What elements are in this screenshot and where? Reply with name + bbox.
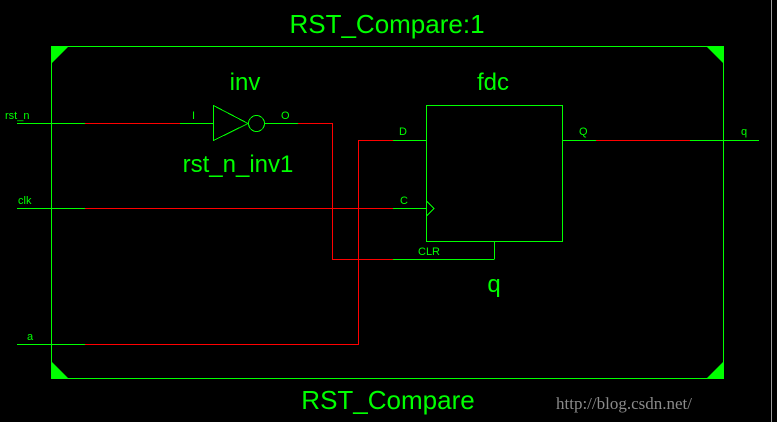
inverter-type-label: inv bbox=[230, 69, 261, 96]
inverter-pin-o-label: O bbox=[281, 110, 290, 122]
port-a[interactable]: a bbox=[17, 331, 85, 345]
module-name-label: RST_Compare bbox=[301, 385, 474, 415]
clock-edge-icon bbox=[426, 200, 435, 217]
fdc-instance-name: q bbox=[487, 271, 500, 298]
inverter-bubble-icon bbox=[248, 115, 265, 132]
module-corner-top-left-icon bbox=[51, 46, 69, 64]
inverter-pin-i-label: I bbox=[192, 110, 195, 122]
fdc-instance[interactable]: fdc D C CLR Q q bbox=[399, 69, 596, 298]
module-boundary[interactable] bbox=[51, 46, 724, 379]
module-corner-bottom-right-icon bbox=[706, 361, 724, 379]
net-a[interactable] bbox=[85, 140, 393, 345]
port-q[interactable]: q bbox=[690, 126, 759, 141]
port-label-a: a bbox=[27, 331, 34, 343]
inverter-instance-name: rst_n_inv1 bbox=[183, 151, 294, 178]
inverter-triangle-icon bbox=[213, 104, 250, 142]
net-rst-n-inv[interactable] bbox=[298, 123, 393, 260]
port-clk[interactable]: clk bbox=[17, 195, 85, 209]
fdc-pin-q-label: Q bbox=[579, 126, 588, 138]
module-corner-bottom-left-icon bbox=[51, 361, 69, 379]
port-label-clk: clk bbox=[18, 195, 32, 207]
inverter-instance[interactable]: inv I O rst_n_inv1 bbox=[183, 69, 298, 178]
port-rst-n[interactable]: rst_n bbox=[5, 110, 85, 124]
port-label-q: q bbox=[741, 126, 747, 138]
fdc-pin-clr-label: CLR bbox=[418, 246, 440, 258]
fdc-type-label: fdc bbox=[477, 69, 509, 96]
fdc-pin-d-label: D bbox=[399, 126, 407, 138]
watermark: http://blog.csdn.net/ bbox=[556, 394, 692, 413]
fdc-body bbox=[426, 105, 563, 242]
fdc-pin-c-label: C bbox=[400, 195, 408, 207]
module-corner-top-right-icon bbox=[706, 46, 724, 64]
module-instance-title: RST_Compare:1 bbox=[289, 9, 484, 39]
port-label-rst-n: rst_n bbox=[5, 110, 29, 122]
